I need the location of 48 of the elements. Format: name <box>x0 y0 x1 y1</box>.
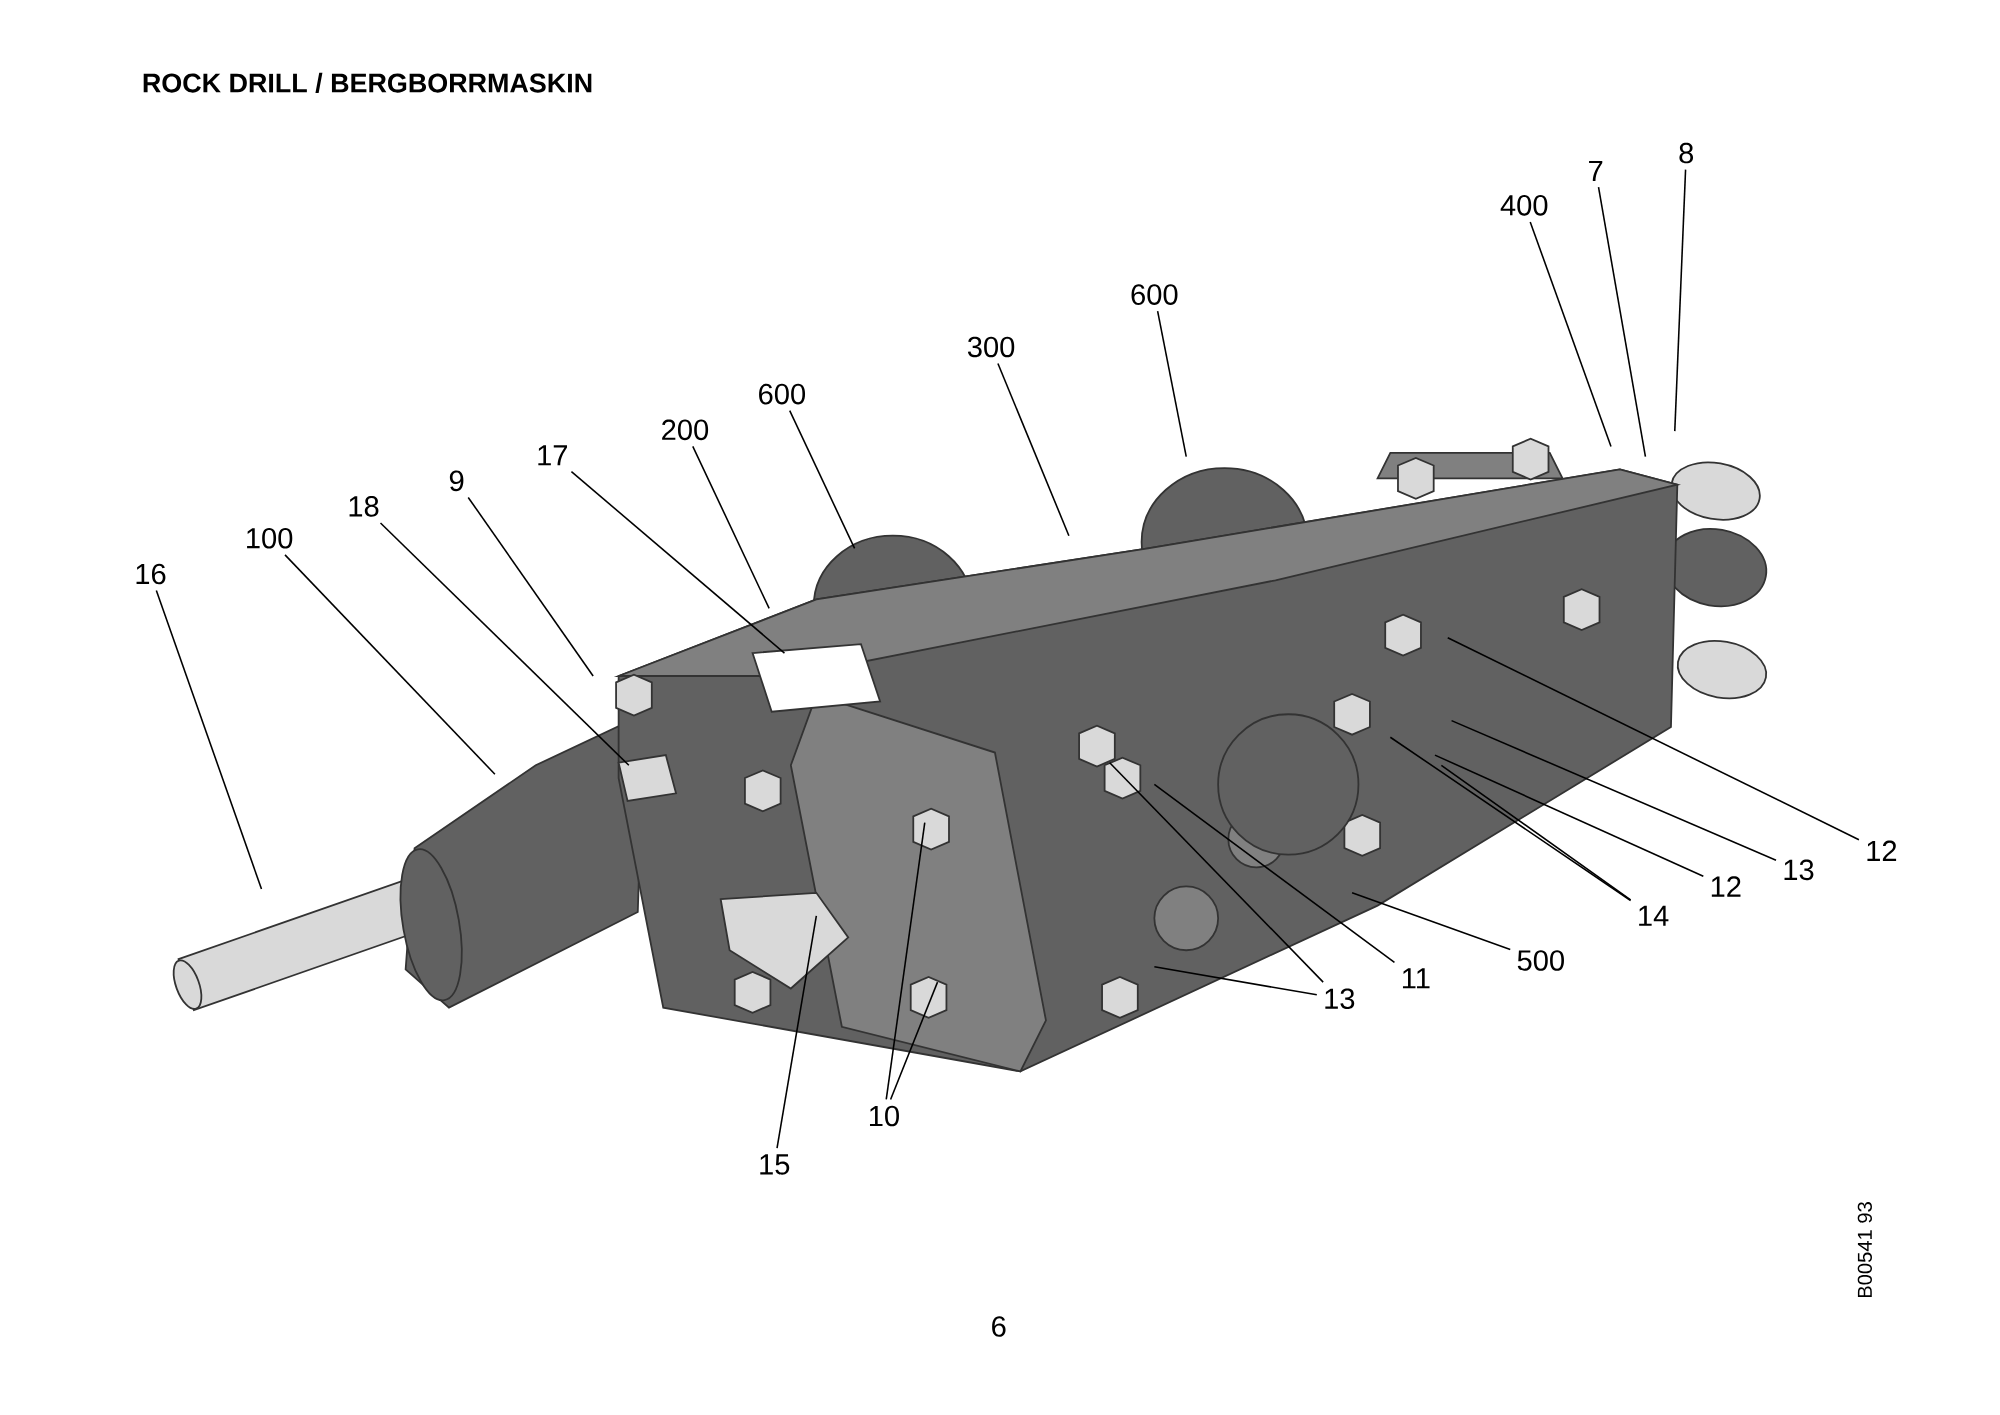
leader-line <box>1440 764 1632 901</box>
callout-number: 14 <box>1639 906 1669 927</box>
leader-line <box>1450 720 1777 862</box>
callout-number: 9 <box>449 470 464 492</box>
callout-number: 13 <box>1325 988 1355 1010</box>
callout-number: 500 <box>1517 950 1564 971</box>
leader-line <box>1446 637 1860 841</box>
leader-line <box>885 822 926 1101</box>
drawing-number: B00541 93 <box>1857 1202 1872 1298</box>
callout-number: 12 <box>1867 840 1897 862</box>
callout-number: 100 <box>247 528 293 549</box>
callout-number: 400 <box>1500 195 1548 216</box>
callout-number: 12 <box>1711 876 1741 897</box>
leader-line <box>284 554 496 776</box>
leader-line <box>889 981 939 1101</box>
leader-line <box>1597 186 1647 458</box>
callout-number: 600 <box>1131 284 1178 306</box>
leader-line <box>1351 892 1512 951</box>
leader-line <box>379 522 630 767</box>
leader-line <box>1156 310 1188 458</box>
leader-line <box>1389 736 1632 902</box>
leader-line <box>997 362 1070 537</box>
callout-number: 10 <box>870 1106 899 1127</box>
callout-number: 300 <box>967 336 1015 358</box>
leader-line <box>1153 966 1318 996</box>
leader-line <box>467 496 594 677</box>
callout-number: 16 <box>136 563 166 585</box>
page-number: 6 <box>992 1316 1006 1338</box>
title: ROCK DRILL / BERGBORRMASKIN <box>143 73 592 94</box>
callout-number: 7 <box>1589 161 1603 182</box>
leader-line <box>788 410 856 550</box>
callout-number: 600 <box>759 384 806 405</box>
callout-number: 17 <box>538 445 567 466</box>
leader-line <box>1108 762 1324 984</box>
callout-number: 13 <box>1784 859 1814 881</box>
leader-line <box>1434 754 1705 878</box>
leader-line <box>155 590 263 891</box>
leader-line <box>1674 169 1687 433</box>
callout-number: 200 <box>662 419 709 441</box>
leader-line <box>1529 221 1612 448</box>
leader-line <box>570 471 786 655</box>
callout-number: 8 <box>1679 143 1694 164</box>
callout-number: 15 <box>760 1154 790 1175</box>
callout-number: 11 <box>1402 968 1430 989</box>
callout-number: 18 <box>349 496 379 517</box>
leader-line <box>776 915 818 1150</box>
leader-line <box>1153 783 1396 964</box>
leader-line <box>692 445 770 610</box>
